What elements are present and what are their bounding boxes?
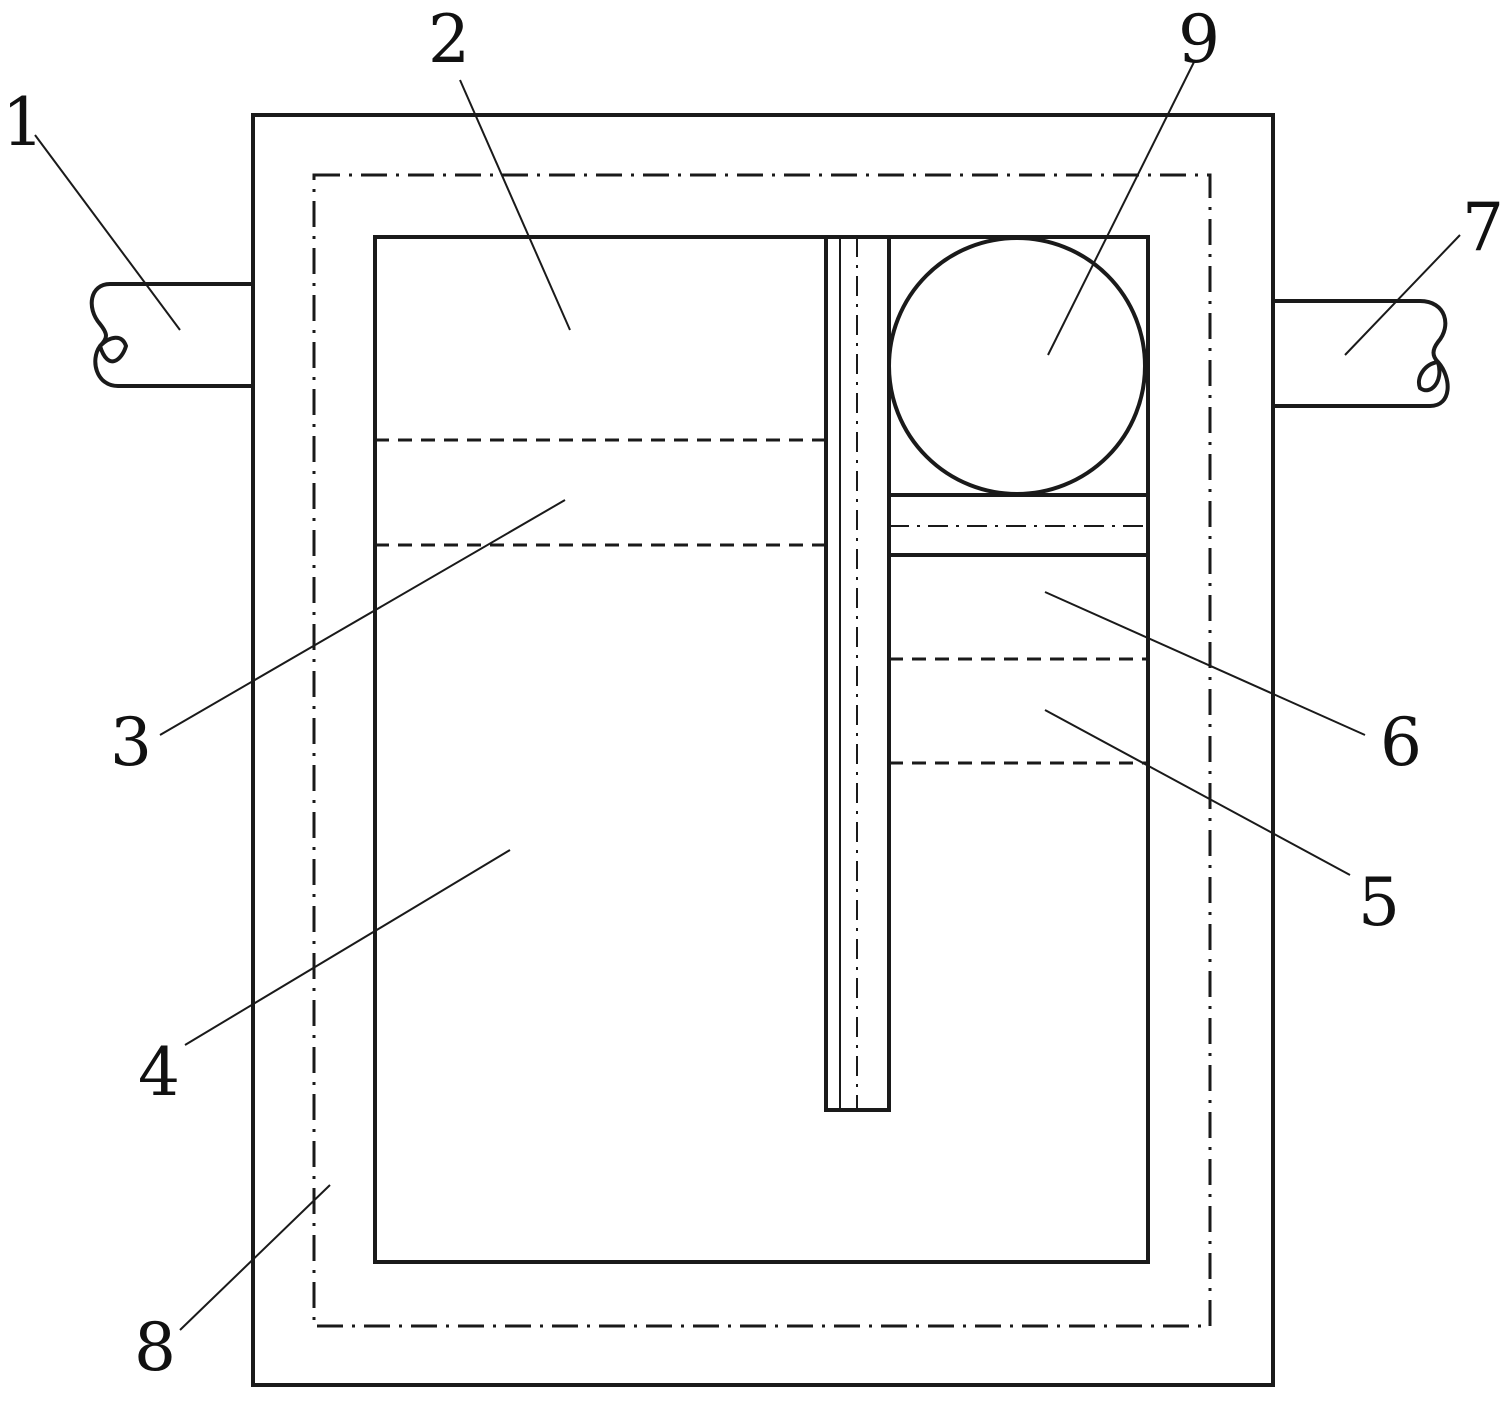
label-part-9: 9 [1178,1,1220,78]
leader-line-3 [159,499,566,736]
inlet-pipe-break [98,335,129,364]
circular-element [887,236,1147,496]
label-part-1: 1 [2,84,44,161]
leader-line-4 [184,849,511,1046]
outlet-pipe [1273,299,1450,408]
leader-line-7 [1344,234,1461,356]
leader-line-8 [179,1184,331,1331]
label-part-7: 7 [1462,189,1501,266]
label-part-5: 5 [1358,864,1400,941]
label-part-8: 8 [134,1309,176,1386]
leader-line-6 [1044,591,1366,736]
outlet-pipe-break [1417,360,1442,393]
label-part-3: 3 [110,704,152,781]
leader-line-5 [1044,709,1351,876]
leader-line-9 [1047,59,1196,356]
label-part-4: 4 [138,1034,180,1111]
inlet-pipe [89,282,253,388]
insulation-layer-outline [312,173,1212,1328]
outer-housing [251,113,1275,1387]
inner-tank [373,235,1150,1264]
leader-line-1 [34,134,181,331]
leader-line-2 [459,79,571,331]
label-part-6: 6 [1380,704,1422,781]
label-part-2: 2 [428,1,470,78]
